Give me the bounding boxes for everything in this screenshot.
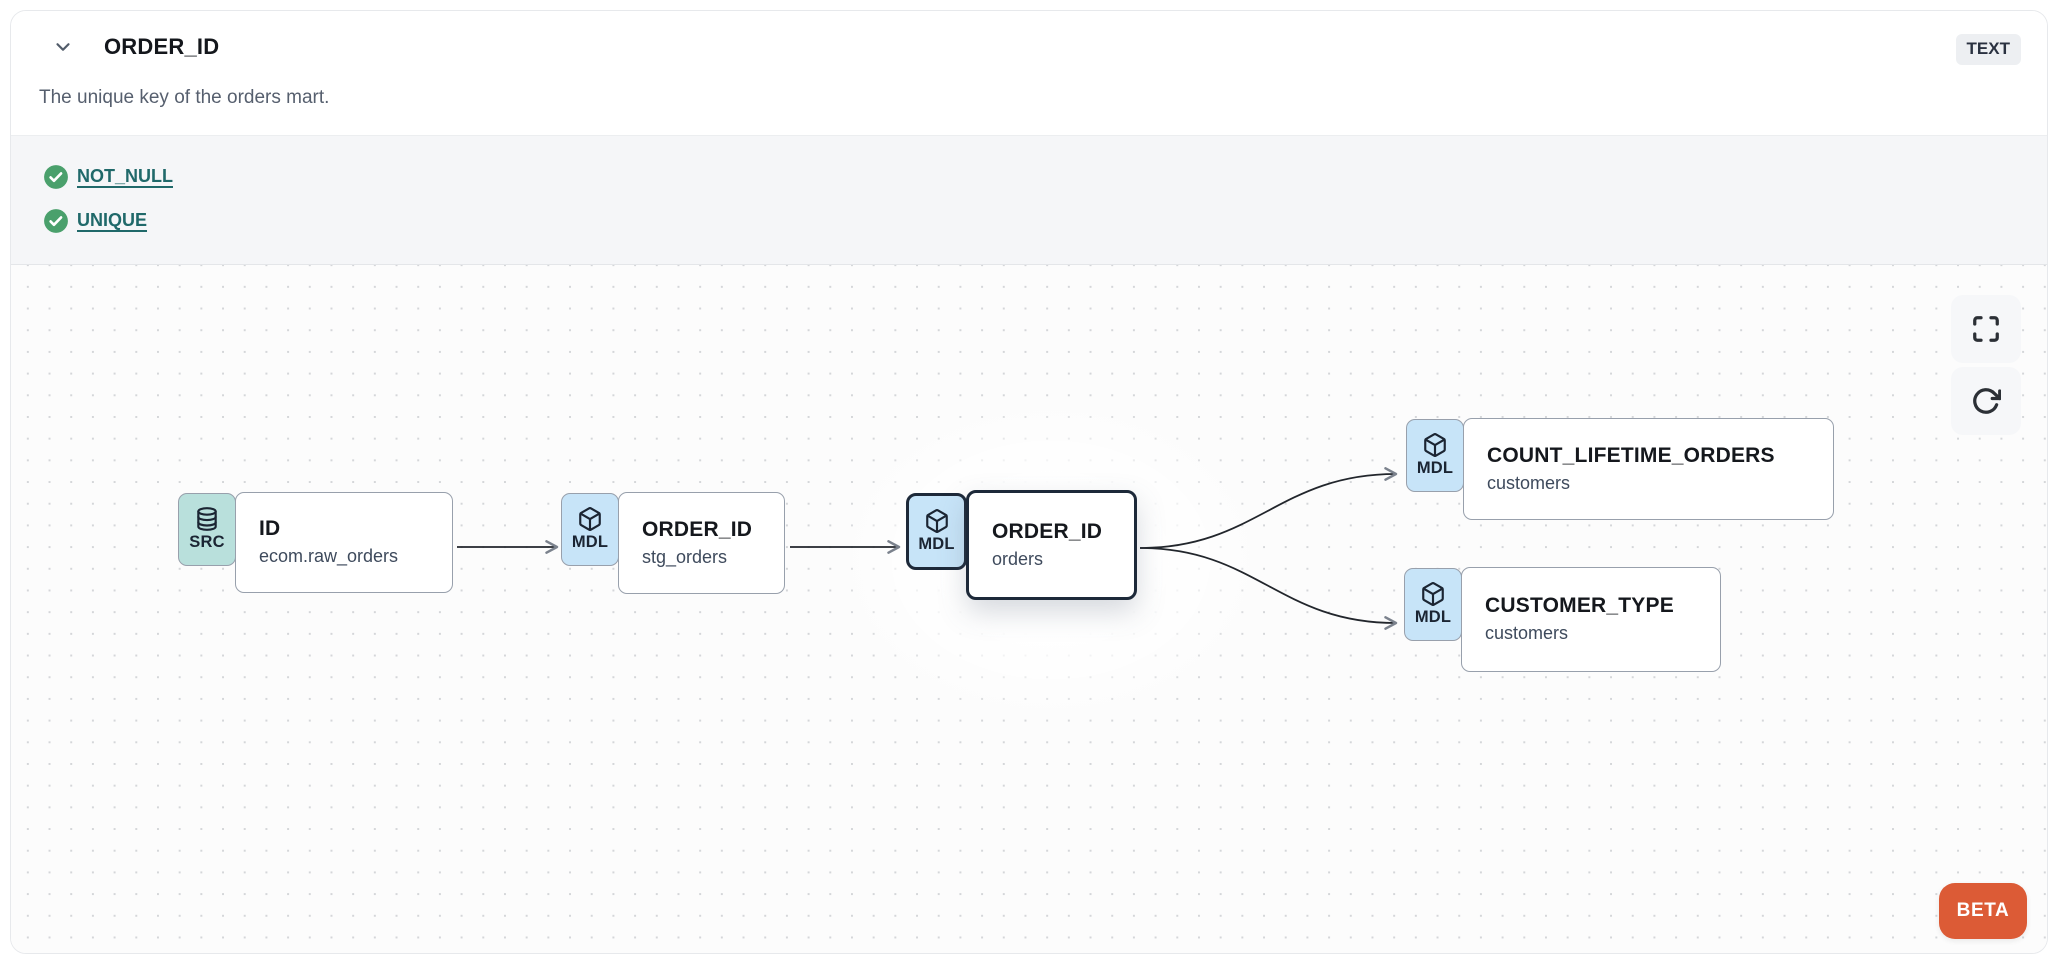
node-subtitle: customers (1485, 623, 1569, 644)
test-link-not-null[interactable]: NOT_NULL (77, 166, 173, 187)
node-card: ORDER_ID orders (966, 489, 1137, 600)
node-type-label: MDL (1416, 459, 1454, 478)
tests-section: NOT_NULL UNIQUE (11, 134, 2047, 264)
node-type-label: SRC (189, 533, 225, 552)
node-type-label: MDL (571, 533, 609, 552)
node-type-label: MDL (918, 535, 955, 554)
lineage-canvas[interactable]: SRC ID ecom.raw_orders MDL ORDER_ID stg_… (11, 263, 2047, 953)
test-link-unique[interactable]: UNIQUE (77, 210, 148, 231)
node-type-badge: MDL (1404, 567, 1462, 641)
node-card: ID ecom.raw_orders (235, 491, 453, 593)
node-subtitle: orders (992, 548, 1044, 569)
check-circle-icon (43, 164, 69, 190)
cube-icon (924, 508, 950, 534)
refresh-button[interactable] (1951, 366, 2021, 435)
node-type-badge: MDL (906, 492, 967, 570)
canvas-controls (1951, 294, 2021, 435)
node-title: COUNT_LIFETIME_ORDERS (1487, 443, 1775, 467)
node-title: CUSTOMER_TYPE (1485, 594, 1674, 618)
column-type-badge: TEXT (1955, 34, 2021, 65)
page-title: ORDER_ID (104, 34, 220, 59)
node-type-badge: SRC (178, 492, 236, 566)
collapse-button[interactable] (52, 36, 74, 58)
node-subtitle: customers (1487, 472, 1571, 493)
test-row: NOT_NULL (43, 155, 2047, 199)
fullscreen-icon (1971, 314, 2001, 344)
node-card: CUSTOMER_TYPE customers (1461, 566, 1721, 672)
node-type-badge: MDL (1406, 418, 1464, 492)
test-row: UNIQUE (43, 199, 2047, 243)
cube-icon (1422, 432, 1448, 458)
node-type-label: MDL (1414, 608, 1452, 627)
node-type-badge: MDL (561, 492, 619, 566)
database-icon (194, 506, 220, 532)
node-title: ORDER_ID (992, 519, 1103, 543)
chevron-down-icon (52, 36, 74, 58)
check-circle-icon (43, 208, 69, 234)
header: ORDER_ID TEXT The unique key of the orde… (11, 11, 2047, 135)
column-description: The unique key of the orders mart. (39, 86, 330, 108)
node-subtitle: ecom.raw_orders (259, 546, 399, 567)
node-card: COUNT_LIFETIME_ORDERS customers (1463, 417, 1834, 520)
fullscreen-button[interactable] (1951, 294, 2021, 363)
node-title: ORDER_ID (642, 517, 753, 541)
node-subtitle: stg_orders (642, 546, 728, 567)
refresh-icon (1971, 386, 2001, 416)
beta-badge: BETA (1939, 883, 2027, 939)
column-details-card: ORDER_ID TEXT The unique key of the orde… (10, 10, 2048, 954)
node-title: ID (259, 517, 281, 541)
cube-icon (577, 506, 603, 532)
cube-icon (1420, 581, 1446, 607)
node-card: ORDER_ID stg_orders (618, 491, 785, 594)
